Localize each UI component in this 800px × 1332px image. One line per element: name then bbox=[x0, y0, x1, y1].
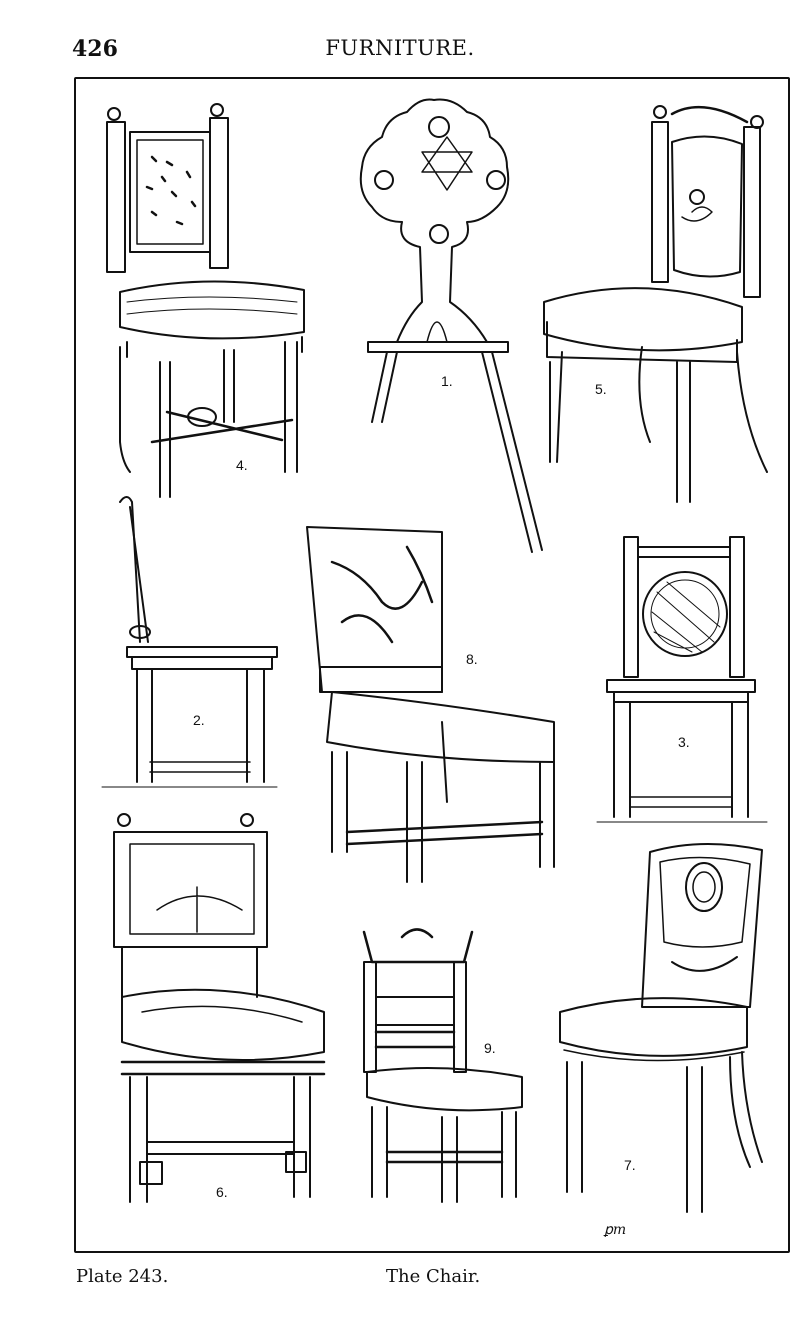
chair-6-drawing bbox=[113, 813, 326, 1203]
chair-4-drawing bbox=[106, 103, 305, 498]
plate-number: Plate 243. bbox=[76, 1266, 169, 1287]
chair-1-drawing bbox=[359, 98, 543, 553]
chair-plate-drawing bbox=[101, 98, 768, 1213]
chair-2-drawing bbox=[101, 496, 278, 788]
figure-label-5: 5. bbox=[595, 381, 607, 397]
figure-label-9: 9. bbox=[484, 1040, 496, 1056]
figure-label-3: 3. bbox=[678, 734, 690, 750]
chair-5-drawing bbox=[543, 105, 768, 503]
chair-8-drawing bbox=[306, 526, 555, 883]
figure-label-1: 1. bbox=[441, 373, 453, 389]
figure-label-2: 2. bbox=[193, 712, 205, 728]
plate-illustration: 1. 2. 3. 4. 5. 6. 7. 8. 9. ꝑm bbox=[74, 77, 790, 1253]
page-number: 426 bbox=[72, 36, 118, 62]
page-title: FURNITURE. bbox=[325, 36, 475, 60]
chair-7-drawing bbox=[559, 842, 763, 1213]
engraver-signature: ꝑm bbox=[604, 1222, 627, 1238]
figure-label-6: 6. bbox=[216, 1184, 228, 1200]
chair-9-drawing bbox=[362, 928, 523, 1203]
figure-label-4: 4. bbox=[236, 457, 248, 473]
figure-label-7: 7. bbox=[624, 1157, 636, 1173]
chair-3-drawing bbox=[596, 536, 768, 823]
figure-label-8: 8. bbox=[466, 651, 478, 667]
plate-caption: The Chair. bbox=[386, 1266, 481, 1287]
